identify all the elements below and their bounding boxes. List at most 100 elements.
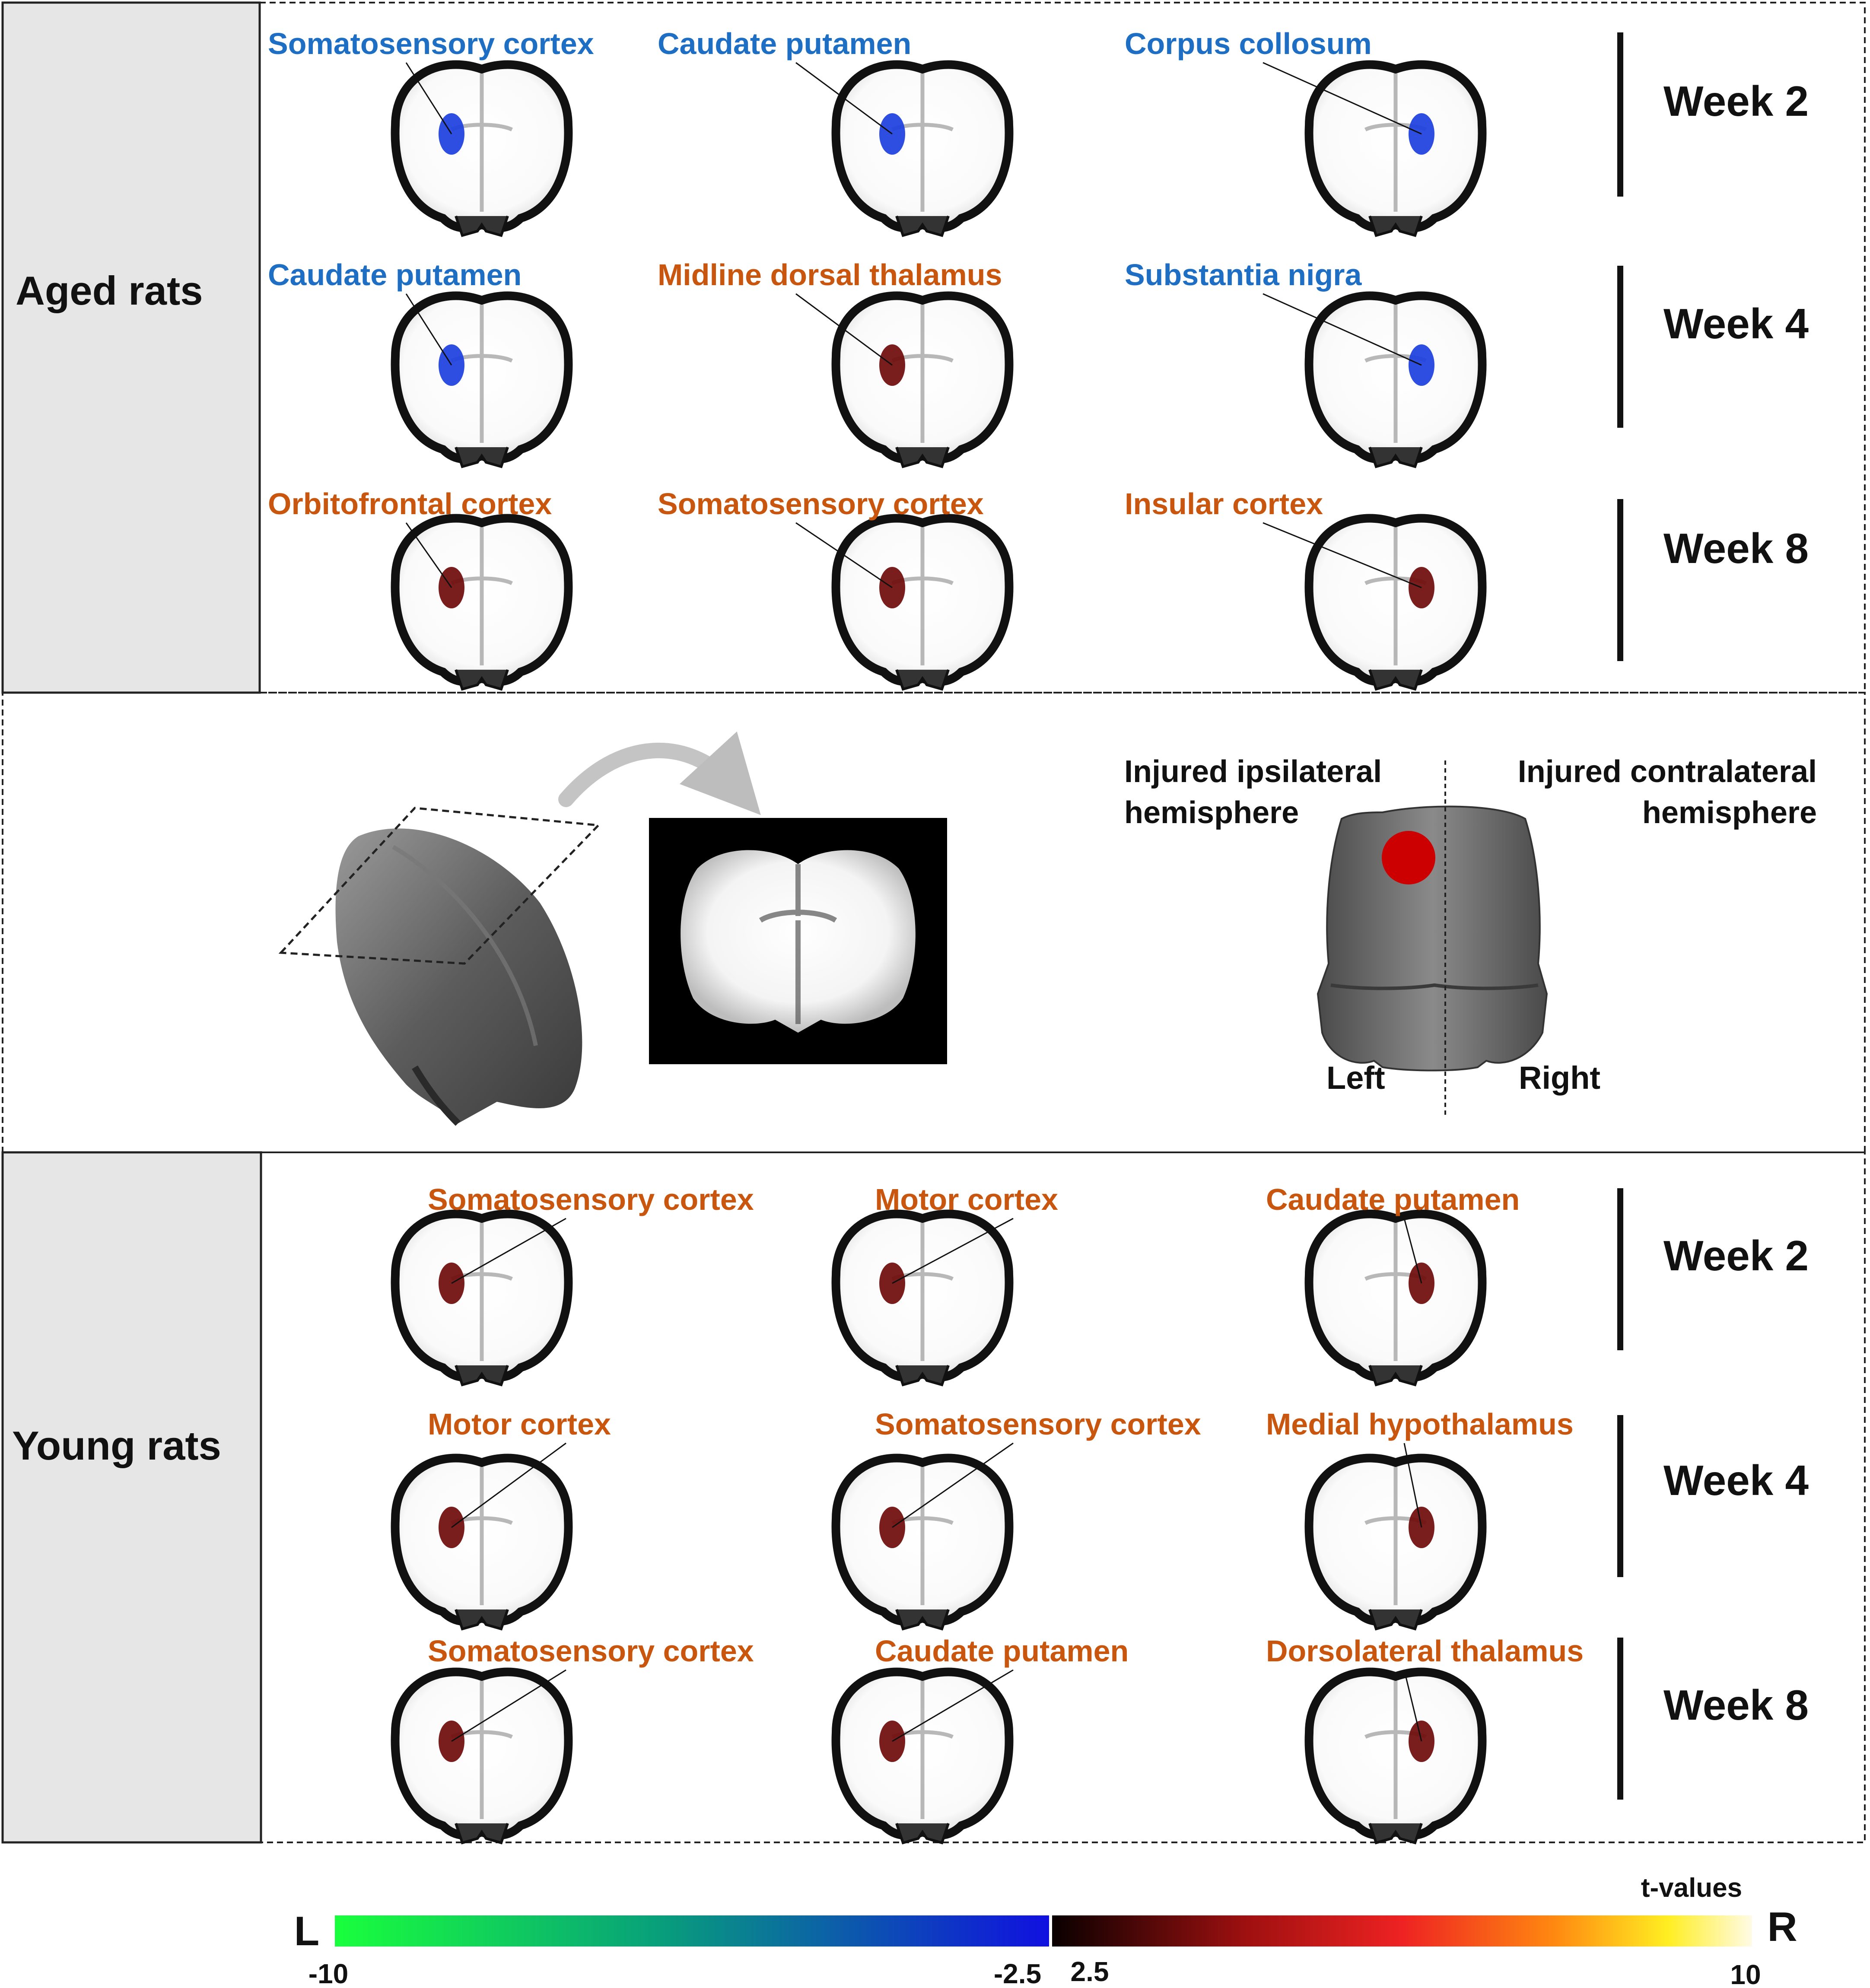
leader-line <box>451 1218 566 1284</box>
region-label: Midline dorsal thalamus <box>658 258 1002 292</box>
week-label: Week 2 <box>1663 77 1809 125</box>
leader-line <box>892 1218 1014 1284</box>
leader-line <box>795 293 893 366</box>
region-label: Dorsolateral thalamus <box>1266 1634 1584 1668</box>
brain-slice-cell: Medial hypothalamus <box>1266 1407 1574 1629</box>
leader-line <box>451 1669 566 1742</box>
coronal-brain-slice <box>836 296 1009 467</box>
brain-slice-cell: Somatosensory cortex <box>658 487 1009 689</box>
brain-slice-cell: Corpus collosum <box>1125 27 1482 235</box>
ipsilateral-label-line2: hemisphere <box>1124 795 1299 830</box>
slice-image <box>649 818 947 1064</box>
region-label: Caudate putamen <box>875 1634 1129 1668</box>
region-label: Somatosensory cortex <box>268 27 594 60</box>
colorbar-right-side-label: R <box>1767 1904 1797 1950</box>
young-title: Young rats <box>12 1423 221 1468</box>
region-label: Caudate putamen <box>268 258 522 292</box>
young-title-box <box>1 1151 262 1844</box>
region-label: Substantia nigra <box>1125 258 1362 292</box>
week-label: Week 8 <box>1663 1681 1809 1729</box>
brain-slice-cell: Somatosensory cortex <box>268 27 594 235</box>
coronal-brain-slice <box>1309 1672 1482 1843</box>
brain-slice-cell: Somatosensory cortex <box>836 1407 1201 1629</box>
brain-slice-cell: Motor cortex <box>395 1407 611 1629</box>
coronal-brain-slice <box>1309 1214 1482 1385</box>
coronal-brain-slice <box>836 1672 1009 1843</box>
coronal-brain-slice <box>395 1458 569 1629</box>
colorbar-tick: 10 <box>1730 1959 1761 1988</box>
young-panel: Young rats <box>1 1151 1866 1844</box>
leader-line <box>892 1669 1014 1742</box>
week-label: Week 4 <box>1663 300 1809 347</box>
leader-line <box>1263 522 1422 588</box>
leader-line <box>795 522 893 588</box>
region-label: Somatosensory cortex <box>428 1634 754 1668</box>
middle-frame <box>2 692 1866 1153</box>
leader-line <box>1263 62 1422 135</box>
brain-slice-cell: Insular cortex <box>1125 487 1482 689</box>
colorbar-title: t-values <box>1641 1873 1742 1903</box>
leader-line <box>405 62 452 134</box>
contralateral-label-line1: Injured contralateral <box>1518 754 1817 789</box>
coronal-brain-slice <box>395 1214 569 1385</box>
region-label: Caudate putamen <box>1266 1183 1520 1216</box>
leader-line <box>405 522 452 588</box>
coronal-brain-slice <box>836 65 1009 235</box>
coronal-brain-slice <box>836 518 1009 689</box>
head-3d-render <box>278 731 761 1126</box>
region-label: Somatosensory cortex <box>428 1183 754 1216</box>
coronal-brain-slice <box>1309 518 1482 689</box>
aged-panel: Aged rats <box>1 1 1866 694</box>
brain-slice-cell: Somatosensory cortex <box>395 1634 754 1843</box>
week-label: Week 2 <box>1663 1232 1809 1279</box>
coronal-brain-slice <box>836 1458 1009 1629</box>
leader-line <box>405 293 452 366</box>
week-label: Week 4 <box>1663 1457 1809 1504</box>
brain-slice-cell: Caudate putamen <box>268 258 568 467</box>
week-label: Week 8 <box>1663 525 1809 572</box>
colorbar: t-values L R -10 -2.5 2.5 10 <box>294 1873 1797 1988</box>
aged-content-frame <box>259 2 1866 693</box>
topdown-brain-shape <box>1317 805 1548 1072</box>
region-label: Somatosensory cortex <box>875 1407 1201 1441</box>
brain-slice-cell: Caudate putamen <box>836 1634 1129 1843</box>
region-label: Motor cortex <box>428 1407 611 1441</box>
brain-slice-cell: Substantia nigra <box>1125 258 1482 467</box>
arrow-icon <box>558 731 761 815</box>
coronal-brain-slice <box>836 1214 1009 1385</box>
slice-plane <box>278 807 601 965</box>
right-label: Right <box>1519 1060 1600 1096</box>
region-label: Orbitofrontal cortex <box>268 487 552 521</box>
leader-line <box>1263 293 1422 366</box>
brain-slice-cell: Somatosensory cortex <box>395 1183 754 1385</box>
leader-line <box>451 1442 566 1528</box>
young-content-frame <box>260 1151 1866 1843</box>
middle-panel: Injured ipsilateral hemisphere Injured c… <box>2 692 1866 1153</box>
aged-title-box <box>1 1 261 694</box>
region-label: Medial hypothalamus <box>1266 1407 1574 1441</box>
brain-slice-cell: Caudate putamen <box>1266 1183 1520 1385</box>
colorbar-negative-range <box>335 1915 1049 1947</box>
coronal-brain-slice <box>395 1672 569 1843</box>
brain-slice-cell: Motor cortex <box>836 1183 1058 1385</box>
region-label: Insular cortex <box>1125 487 1323 521</box>
region-label: Somatosensory cortex <box>658 487 984 521</box>
brain-slice-cell: Midline dorsal thalamus <box>658 258 1009 467</box>
leader-line <box>892 1442 1014 1528</box>
colorbar-tick: -10 <box>308 1958 349 1988</box>
region-label: Corpus collosum <box>1125 27 1372 60</box>
brain-slice-cell: Caudate putamen <box>658 27 1009 235</box>
colorbar-tick: -2.5 <box>994 1958 1041 1988</box>
aged-title: Aged rats <box>16 268 203 313</box>
coronal-brain-slice <box>1309 296 1482 467</box>
coronal-brain-slice <box>395 296 569 467</box>
colorbar-positive-range <box>1052 1915 1752 1947</box>
region-label: Motor cortex <box>875 1183 1058 1216</box>
contralateral-label-line2: hemisphere <box>1642 795 1817 830</box>
ipsilateral-label-line1: Injured ipsilateral <box>1124 754 1382 789</box>
left-label: Left <box>1326 1060 1385 1096</box>
leader-line <box>1403 1443 1422 1528</box>
coronal-brain-slice <box>1309 65 1482 235</box>
